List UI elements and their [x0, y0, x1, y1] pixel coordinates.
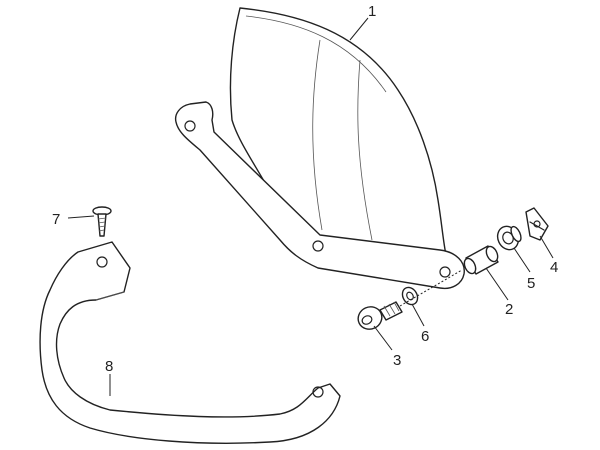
- callout-8: 8: [105, 358, 113, 375]
- leader-lines: [67, 17, 554, 396]
- part-8-lower-bracket: [39, 241, 341, 444]
- part-5-bushing: [496, 225, 522, 251]
- callout-1: 1: [368, 3, 376, 20]
- callout-5: 5: [527, 275, 535, 292]
- leader-2: [485, 267, 509, 301]
- leader-5: [513, 247, 531, 273]
- part-2-spacer: [463, 245, 499, 275]
- leader-1: [349, 17, 369, 41]
- callout-4: 4: [550, 259, 558, 276]
- leader-7: [67, 215, 95, 219]
- part-1-mudguard: [174, 7, 465, 290]
- callout-3: 3: [393, 352, 401, 369]
- callout-2: 2: [505, 301, 513, 318]
- callout-7: 7: [52, 211, 60, 228]
- callouts: 1 2 3 4 5 6 7 8: [52, 3, 558, 375]
- callout-6: 6: [421, 328, 429, 345]
- leader-3: [373, 325, 393, 351]
- leader-4: [539, 235, 554, 259]
- leader-6: [411, 303, 425, 327]
- part-3-bolt: [357, 301, 403, 330]
- part-7-screw: [92, 206, 112, 237]
- part-4-clip-nut: [525, 207, 549, 241]
